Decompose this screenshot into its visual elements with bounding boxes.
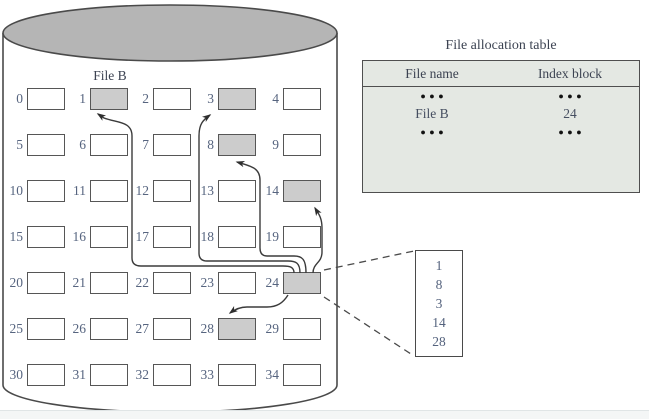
col-header-index-block: Index block (537, 65, 603, 81)
disk-block-27 (153, 318, 191, 340)
block-number-label: 9 (272, 137, 279, 152)
block-number-label: 7 (142, 137, 149, 152)
block-number-label: 14 (265, 183, 280, 198)
disk-block-34 (283, 364, 321, 386)
block-number-label: 24 (265, 275, 280, 290)
block-number-label: 32 (135, 367, 150, 382)
disk-block-29 (283, 318, 321, 340)
block-number-label: 18 (200, 229, 215, 244)
block-number-label: 8 (207, 137, 214, 152)
block-number-label: 25 (9, 321, 24, 336)
index-entry: 28 (432, 334, 446, 349)
allocation-row-ellipsis-top: ●●● ●●● (363, 87, 639, 105)
block-number-label: 2 (142, 91, 149, 106)
block-number-label: 11 (73, 183, 86, 198)
block-number-label: 33 (200, 367, 215, 382)
file-name-cell: File B (415, 106, 449, 121)
disk-block-31 (90, 364, 128, 386)
disk-block-10 (27, 180, 65, 202)
disk-block-28 (218, 318, 256, 340)
block-number-label: 17 (135, 229, 150, 244)
file-allocation-table: File name Index block ●●● ●●● File B 24 … (362, 60, 640, 193)
disk-block-33 (218, 364, 256, 386)
block-number-label: 5 (16, 137, 23, 152)
block-number-label: 22 (135, 275, 150, 290)
cylinder-top-ellipse (2, 4, 338, 62)
ellipsis-cell: ●●● (558, 91, 586, 101)
file-b-label: File B (93, 68, 127, 83)
block-number-label: 4 (272, 91, 279, 106)
disk-block-32 (153, 364, 191, 386)
index-entry: 1 (435, 258, 443, 273)
block-number-label: 12 (135, 183, 150, 198)
index-block-cell: 24 (563, 106, 577, 121)
ellipsis-cell: ●●● (420, 91, 448, 101)
disk-block-24 (283, 272, 321, 294)
disk-block-19 (283, 226, 321, 248)
block-number-label: 34 (265, 367, 280, 382)
disk-block-0 (27, 88, 65, 110)
block-number-label: 23 (200, 275, 215, 290)
block-number-label: 30 (9, 367, 24, 382)
block-number-label: 20 (9, 275, 24, 290)
disk-block-26 (90, 318, 128, 340)
disk-block-14 (283, 180, 321, 202)
disk-block-20 (27, 272, 65, 294)
block-number-label: 13 (200, 183, 215, 198)
block-number-label: 29 (265, 321, 280, 336)
block-number-label: 3 (207, 91, 214, 106)
block-number-label: 1 (79, 91, 86, 106)
col-header-file-name: File name (405, 65, 459, 81)
disk-block-9 (283, 134, 321, 156)
disk-block-2 (153, 88, 191, 110)
ellipsis-cell: ●●● (420, 127, 448, 137)
block-number-label: 6 (79, 137, 86, 152)
ellipsis-cell: ●●● (558, 127, 586, 137)
block-number-label: 27 (135, 321, 150, 336)
allocation-row-file-b: File B 24 (363, 105, 639, 123)
block-number-label: 26 (72, 321, 87, 336)
disk-block-1 (90, 88, 128, 110)
block-number-label: 16 (72, 229, 87, 244)
index-entry: 3 (435, 296, 443, 311)
allocation-row-ellipsis-bottom: ●●● ●●● (363, 123, 639, 141)
disk-block-30 (27, 364, 65, 386)
disk-block-15 (27, 226, 65, 248)
block-number-label: 28 (200, 321, 215, 336)
block-number-label: 19 (265, 229, 280, 244)
disk-block-25 (27, 318, 65, 340)
block-number-label: 31 (72, 367, 87, 382)
index-block-detail-box: 1 8 3 14 28 (415, 250, 463, 357)
block-number-label: 0 (16, 91, 23, 106)
disk-block-5 (27, 134, 65, 156)
page-bottom-rule (0, 410, 649, 419)
allocation-table-title: File allocation table (445, 38, 557, 53)
disk-block-3 (218, 88, 256, 110)
index-entry: 8 (435, 277, 443, 292)
block-number-label: 15 (9, 229, 24, 244)
disk-block-4 (283, 88, 321, 110)
block-number-label: 21 (72, 275, 87, 290)
allocation-table-header: File name Index block (363, 61, 639, 87)
index-entry: 14 (432, 315, 446, 330)
block-number-label: 10 (9, 183, 24, 198)
